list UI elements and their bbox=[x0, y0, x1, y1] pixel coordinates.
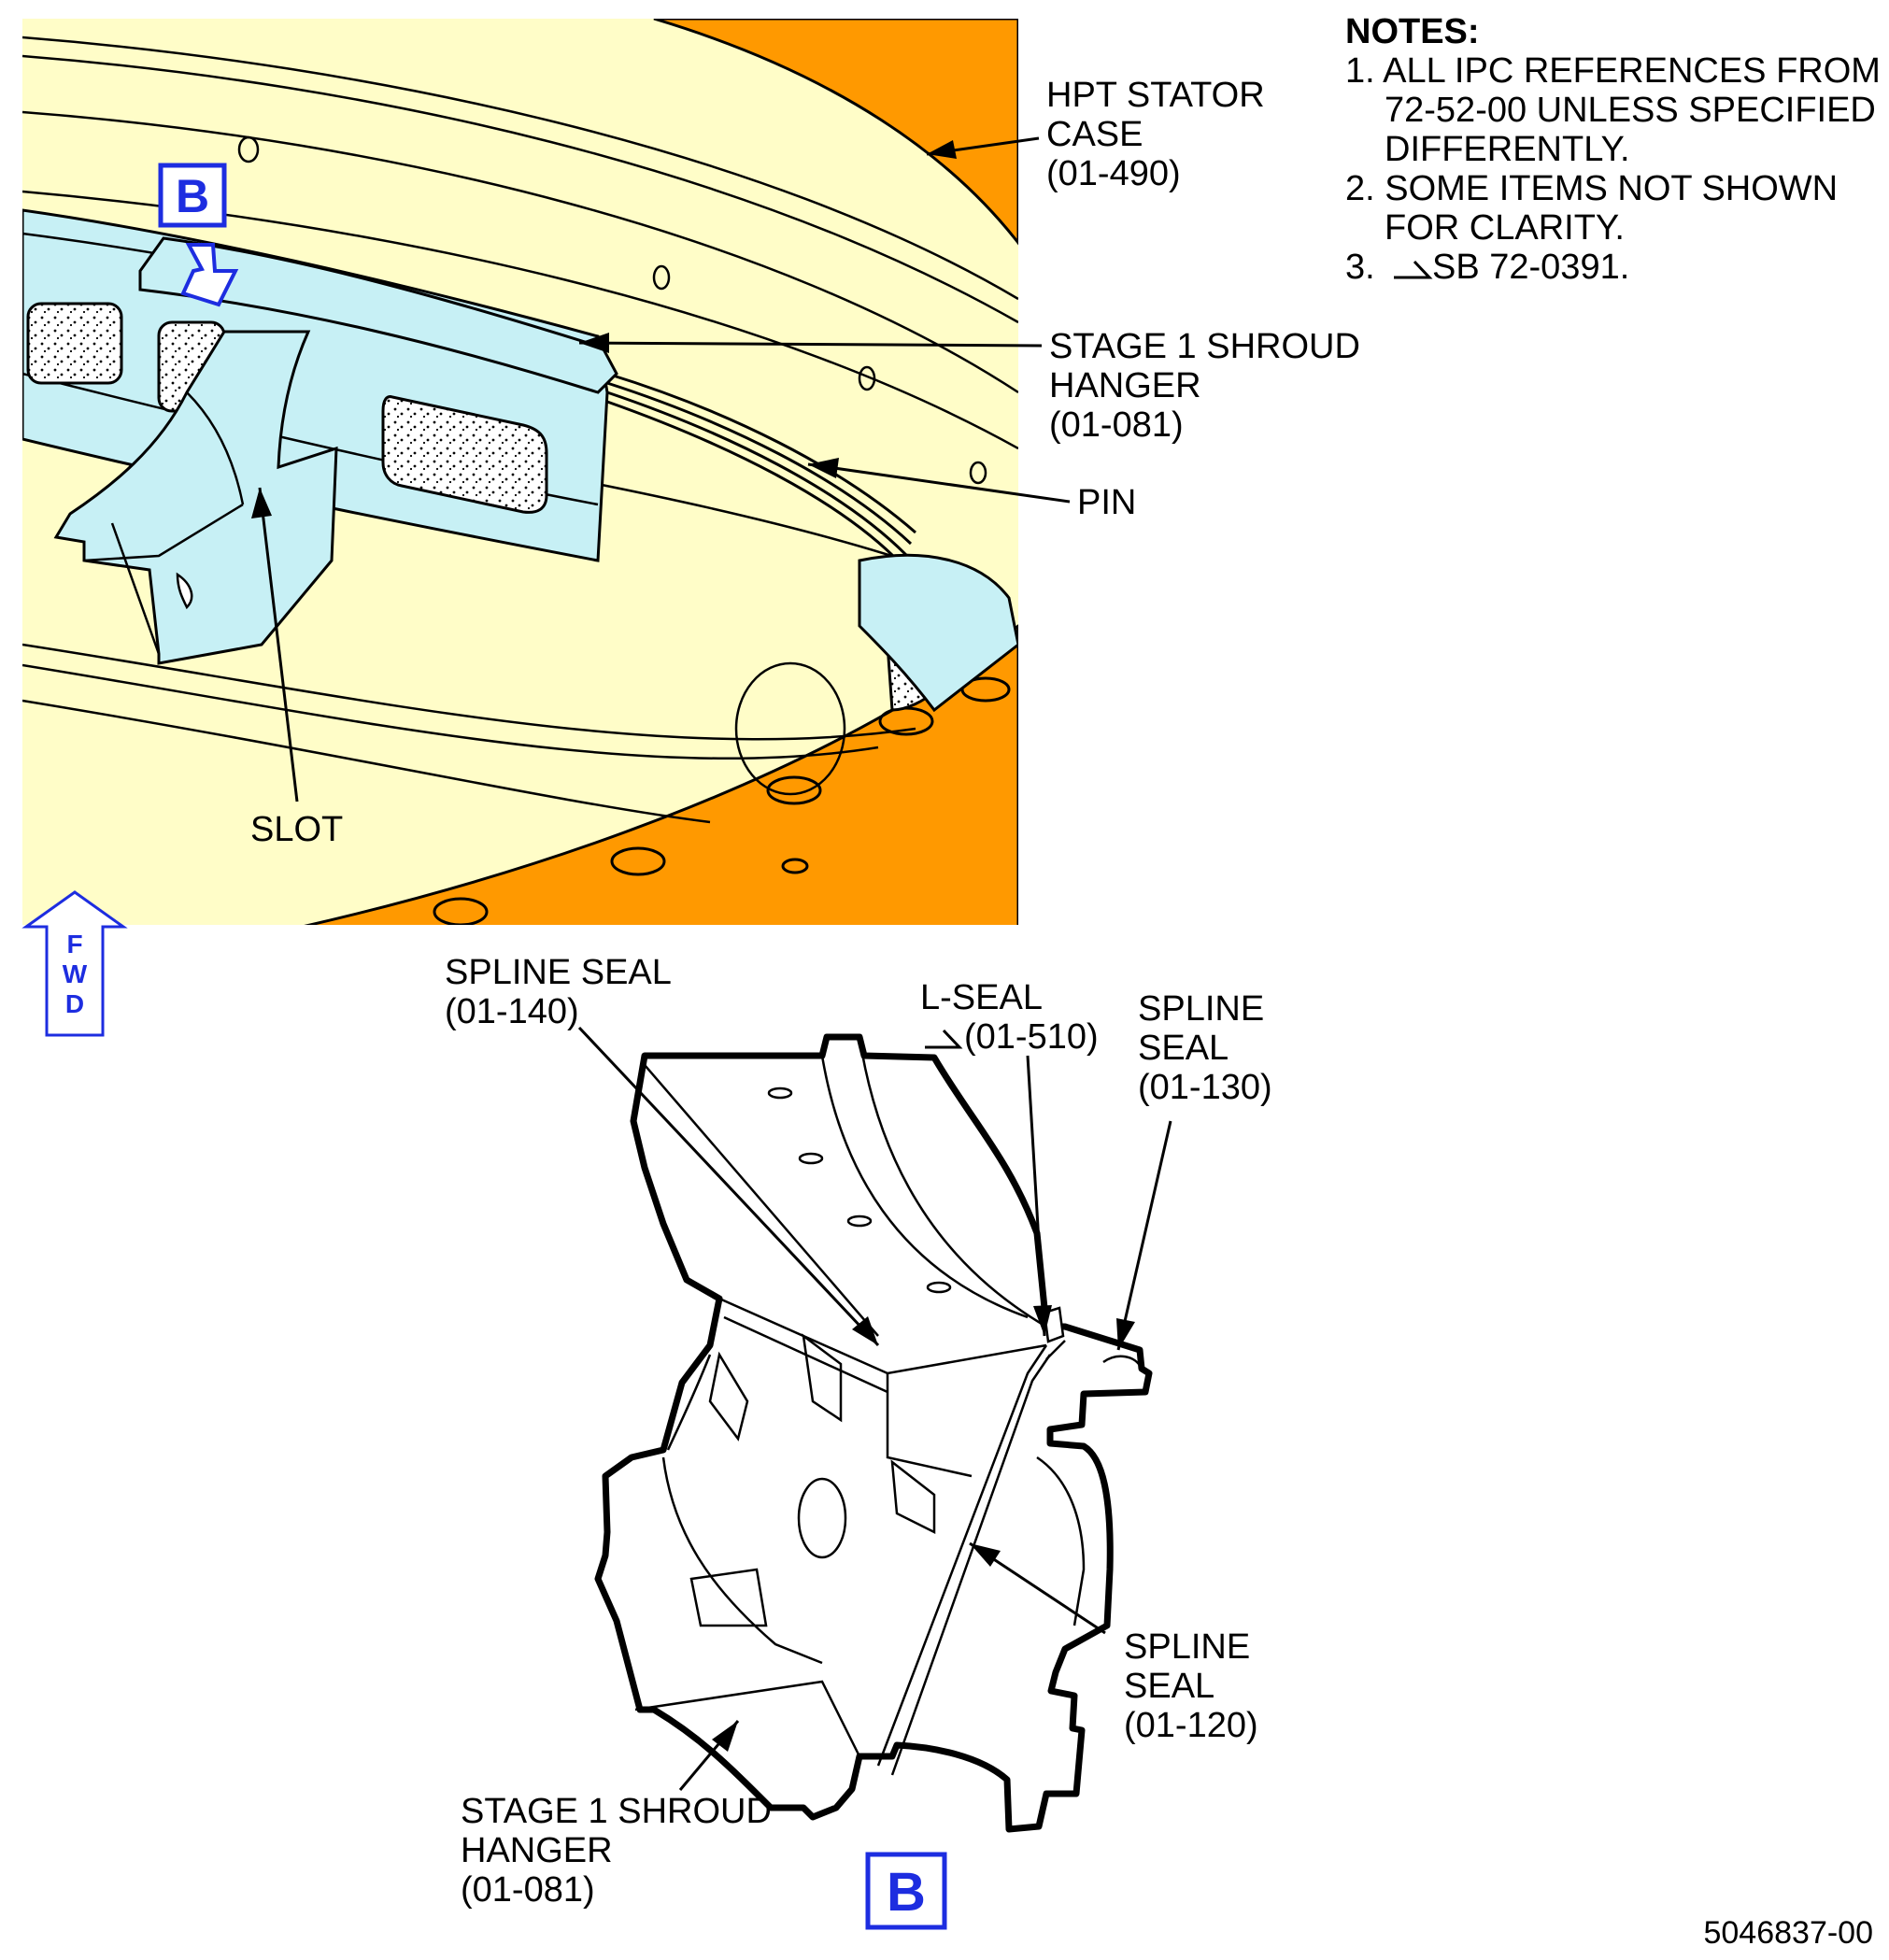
note-1-line-1: 1. ALL IPC REFERENCES FROM bbox=[1345, 51, 1881, 91]
revision-flag-icon bbox=[1394, 260, 1433, 279]
revision-flag-icon-lseal bbox=[925, 1029, 963, 1049]
fwd-arrow: F W D bbox=[21, 890, 128, 1037]
label-spline-seal-140-2: (01-140) bbox=[445, 992, 579, 1031]
label-spline-seal-140-1: SPLINE SEAL bbox=[445, 953, 672, 992]
leader-stage1-hanger bbox=[578, 341, 1043, 348]
leader-slot bbox=[258, 487, 299, 802]
leader-l-seal bbox=[1026, 1055, 1046, 1337]
fwd-letter-w: W bbox=[63, 959, 88, 988]
bolt-hole bbox=[766, 775, 822, 805]
detail-view bbox=[594, 1033, 1153, 1833]
label-spline-seal-120-3: (01-120) bbox=[1124, 1706, 1258, 1745]
bolt-hole bbox=[610, 846, 666, 876]
label-hpt-stator-case-1: HPT STATOR bbox=[1046, 76, 1265, 115]
note-2-line-2: FOR CLARITY. bbox=[1385, 208, 1625, 248]
bolt-hole bbox=[433, 897, 489, 925]
leader-pin bbox=[807, 462, 1071, 504]
stator-case-flange-upper bbox=[653, 19, 1018, 246]
hanger-top-rail bbox=[138, 236, 618, 394]
detail-view-labels: SPLINE SEAL (01-140) L-SEAL (01-510) SPL… bbox=[445, 953, 1272, 1910]
fwd-letter-f: F bbox=[66, 930, 82, 959]
fwd-arrow-icon bbox=[21, 890, 128, 1037]
adjacent-hanger bbox=[858, 553, 1018, 713]
label-stage1-hanger-2: HANGER bbox=[1049, 366, 1201, 405]
note-2-line-1: 2. SOME ITEMS NOT SHOWN bbox=[1345, 169, 1838, 208]
label-stage1-hanger-3: (01-081) bbox=[1049, 405, 1184, 445]
label-spline-seal-130-2: SEAL bbox=[1138, 1029, 1229, 1068]
label-pin: PIN bbox=[1077, 483, 1136, 522]
label-spline-seal-130-3: (01-130) bbox=[1138, 1068, 1272, 1107]
label-hpt-stator-case-3: (01-490) bbox=[1046, 154, 1181, 193]
label-detail-hanger-1: STAGE 1 SHROUD bbox=[461, 1792, 772, 1831]
label-slot: SLOT bbox=[250, 810, 343, 849]
stage1-shroud-hanger-bracket bbox=[53, 330, 338, 665]
label-stage1-hanger-1: STAGE 1 SHROUD bbox=[1049, 327, 1360, 366]
fwd-letter-d: D bbox=[65, 989, 84, 1018]
label-detail-hanger-3: (01-081) bbox=[461, 1870, 595, 1910]
note-1-line-2: 72-52-00 UNLESS SPECIFIED bbox=[1385, 91, 1876, 130]
label-spline-seal-130-1: SPLINE bbox=[1138, 989, 1264, 1029]
note-3-text: SB 72-0391. bbox=[1432, 248, 1629, 287]
leader-spline-seal-130 bbox=[1116, 1120, 1172, 1351]
small-hole bbox=[781, 858, 809, 874]
view-flag-bottom-letter: B bbox=[887, 1862, 926, 1923]
label-l-seal-2: (01-510) bbox=[964, 1017, 1099, 1057]
notes-title: NOTES: bbox=[1345, 12, 1480, 51]
view-flag-bottom: B bbox=[865, 1852, 947, 1930]
view-direction-arrow-icon bbox=[180, 243, 239, 307]
leader-spline-seal-140 bbox=[577, 1026, 880, 1347]
label-l-seal-1: L-SEAL bbox=[920, 978, 1043, 1017]
view-flag-top: B bbox=[158, 163, 239, 307]
figure-id: 5046837-00 bbox=[1703, 1915, 1873, 1951]
label-hpt-stator-case-2: CASE bbox=[1046, 115, 1143, 154]
top-view-labels: HPT STATOR CASE (01-490) STAGE 1 SHROUD … bbox=[250, 76, 1360, 849]
view-flag-top-letter: B bbox=[176, 170, 209, 222]
stage1-shroud-hanger-detail bbox=[594, 1033, 1153, 1833]
label-detail-hanger-2: HANGER bbox=[461, 1831, 613, 1870]
note-3-number: 3. bbox=[1345, 248, 1375, 287]
note-1-line-3: DIFFERENTLY. bbox=[1385, 130, 1630, 169]
label-spline-seal-120-1: SPLINE bbox=[1124, 1627, 1250, 1667]
shroud-segment bbox=[381, 395, 548, 514]
shroud-segment bbox=[26, 302, 123, 385]
notes-block: NOTES: 1. ALL IPC REFERENCES FROM 72-52-… bbox=[1345, 12, 1881, 287]
label-spline-seal-120-2: SEAL bbox=[1124, 1667, 1214, 1706]
